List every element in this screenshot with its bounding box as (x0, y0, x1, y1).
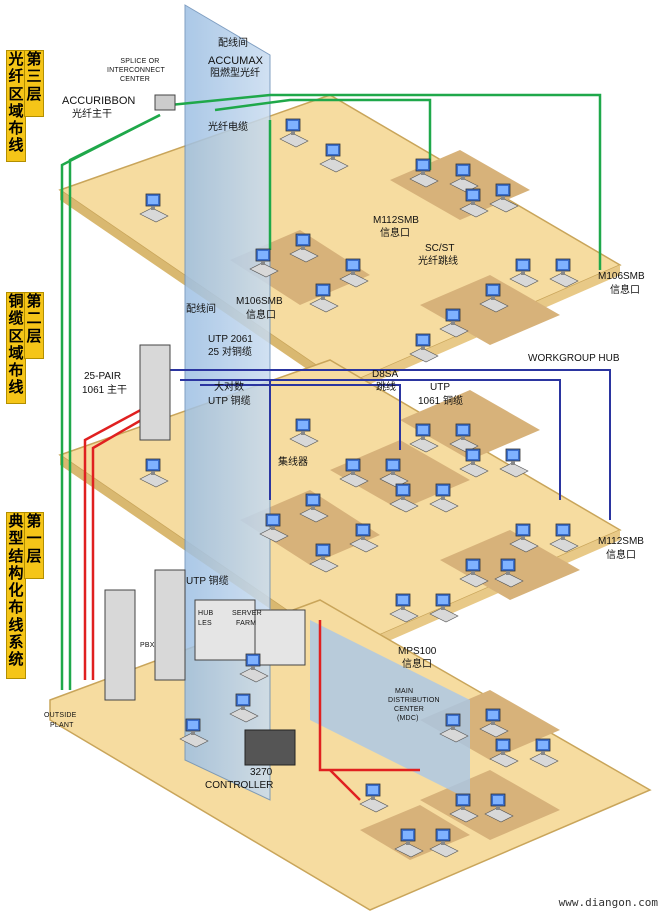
label-center: CENTER (120, 76, 150, 83)
label-peixianjian-mid: 配线间 (186, 304, 216, 315)
floor1-title-b: 第一层 (24, 512, 44, 579)
label-controller: CONTROLLER (205, 780, 274, 791)
label-splice: SPLICE OR (120, 58, 160, 65)
label-m106smb-right: M106SMB (598, 271, 645, 282)
label-distribution: DISTRIBUTION (388, 697, 440, 704)
label-main: MAIN (395, 688, 414, 695)
label-scst: SC/ST (425, 243, 455, 254)
label-xinxikou-c: 信息口 (610, 285, 640, 296)
label-xinxikou-e: 信息口 (402, 659, 432, 670)
label-utp-b: UTP (430, 382, 450, 393)
label-xinxikou-a: 信息口 (380, 228, 410, 239)
label-d8sa: D8SA (372, 369, 399, 380)
green-backbone-cables (60, 93, 602, 690)
label-dui25: 25 对铜缆 (208, 347, 252, 358)
label-utp-tonglan: UTP 铜缆 (208, 396, 251, 407)
floor2-title-a: 铜缆区域布线 (6, 292, 26, 404)
label-mdc: (MDC) (397, 715, 419, 722)
floor3-title-a: 光纤区域布线 (6, 50, 26, 162)
watermark-url: www.diangon.com (558, 896, 658, 909)
label-hub: HUB (198, 610, 214, 617)
label-accumax: ACCUMAX (208, 55, 264, 67)
label-utp-tonglan-bottom: UTP 铜缆 (186, 576, 229, 587)
label-pbx: PBX (140, 642, 155, 649)
label-interconnect: INTERCONNECT (106, 67, 165, 74)
label-workgroup-hub: WORKGROUP HUB (528, 353, 620, 364)
label-tiaoxian: 跳线 (376, 382, 396, 393)
label-pair25: 25-PAIR (84, 371, 122, 382)
floor3-title-b: 第三层 (24, 50, 44, 117)
floor1-title-a: 典型结构化布线系统 (6, 512, 26, 679)
label-mps100: MPS100 (398, 646, 437, 657)
label-les: LES (198, 620, 212, 627)
label-center-b: CENTER (394, 706, 424, 713)
label-jixianqi: 集线器 (278, 457, 308, 468)
label-outside: OUTSIDE (44, 712, 77, 719)
label-utp2061: UTP 2061 (208, 334, 253, 345)
equipment-racks (104, 94, 306, 766)
label-peixianjian-top: 配线间 (218, 38, 248, 49)
label-xinxikou-d: 信息口 (606, 550, 636, 561)
label-farm: FARM (236, 620, 257, 627)
red-cables (83, 403, 420, 801)
label-guangxian-tiaoxian: 光纤跳线 (418, 256, 458, 267)
label-zhugan1061: 1061 主干 (82, 385, 128, 396)
label-zuran: 阻燃型光纤 (210, 68, 260, 79)
label-m112smb-top: M112SMB (373, 215, 419, 226)
label-accuribbon: ACCURIBBON (62, 95, 136, 107)
label-m106smb-left: M106SMB (236, 296, 283, 307)
label-guangxian-zhugan: 光纤主干 (72, 109, 112, 120)
label-3270: 3270 (250, 767, 273, 778)
label-daduishu: 大对数 (214, 382, 244, 393)
label-guangxian-dianlan: 光纤电缆 (208, 122, 248, 133)
label-server: SERVER (232, 610, 262, 617)
label-xinxikou-b: 信息口 (246, 310, 276, 321)
label-m112smb-mid: M112SMB (598, 536, 644, 547)
floor2-title-b: 第二层 (24, 292, 44, 359)
label-tonglan1061: 1061 铜缆 (418, 396, 464, 407)
label-plant: PLANT (50, 722, 74, 729)
blue-copper-cables (170, 369, 611, 520)
